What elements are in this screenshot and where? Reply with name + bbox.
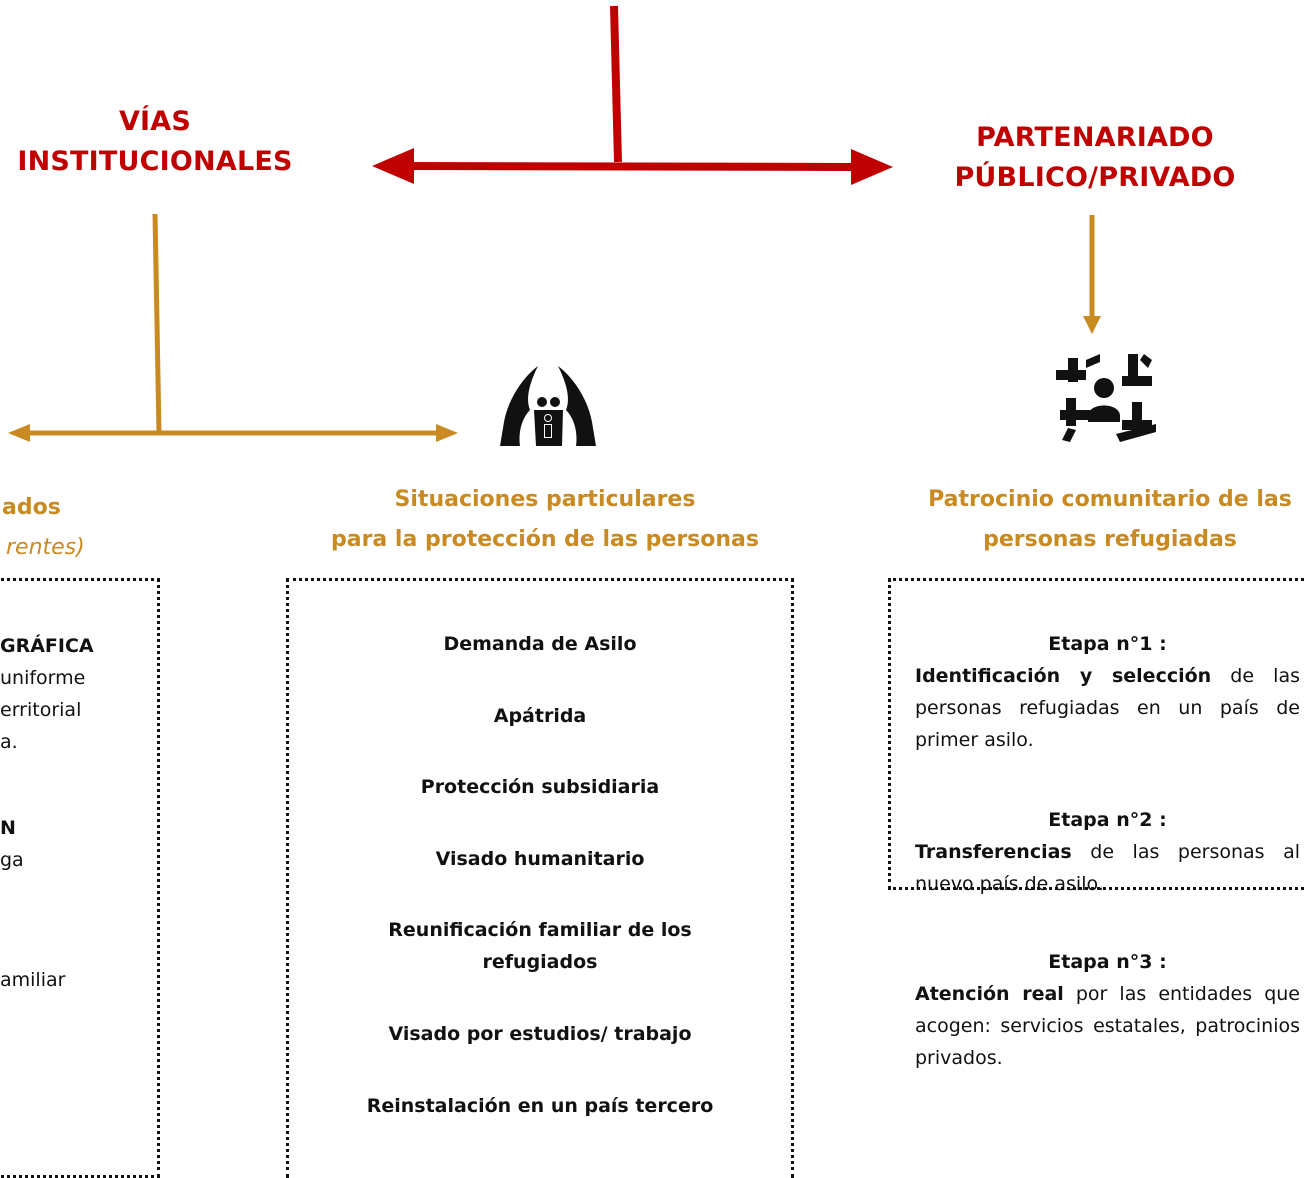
red-arrowhead-left xyxy=(372,148,414,184)
left-heading-line2: rentes) xyxy=(6,535,85,560)
left-line-a: a. xyxy=(0,731,18,753)
gold-arrowhead-down xyxy=(1083,316,1101,334)
middle-heading-line2: para la protección de las personas xyxy=(330,527,759,552)
stage-3-description: Atención real por las entidades que acog… xyxy=(915,978,1300,1074)
heading-partnership-text: PARTENARIADO PÚBLICO/PRIVADO xyxy=(954,122,1236,193)
stage-2-rest: de las personas al nuevo país de asilo. xyxy=(915,841,1300,895)
left-line-territorial: erritorial xyxy=(0,699,82,721)
left-column-heading: ados rentes) xyxy=(0,488,120,568)
stage-3-lead: Atención real xyxy=(915,983,1064,1005)
right-heading-line2: personas refugiadas xyxy=(983,527,1237,552)
gold-arrowhead-right xyxy=(436,424,458,442)
stage-1-lead: Identificación y selección xyxy=(915,665,1212,687)
stage-2-lead: Transferencias xyxy=(915,841,1072,863)
item-reunificacion-familiar: Reunificación familiar de los refugiados xyxy=(388,919,692,973)
protective-hands-family-icon xyxy=(500,366,596,446)
heading-partnership: PARTENARIADO PÚBLICO/PRIVADO xyxy=(900,118,1290,198)
heading-institutional: VÍAS INSTITUCIONALES xyxy=(0,102,310,182)
left-line-uniforme: uniforme xyxy=(0,667,86,689)
item-reinstalacion: Reinstalación en un país tercero xyxy=(366,1095,714,1117)
red-vertical-line xyxy=(610,5,622,163)
stage-1-rest: de las personas refugiadas en un país de… xyxy=(915,665,1300,751)
stage-3-title: Etapa n°3 : xyxy=(1048,951,1167,973)
left-line-grafica: GRÁFICA xyxy=(0,635,94,657)
community-hands-people-icon xyxy=(1056,354,1156,442)
right-column-heading: Patrocinio comunitario de las personas r… xyxy=(900,480,1307,560)
left-line-n: N xyxy=(0,817,16,839)
right-dotted-box xyxy=(888,578,1307,890)
item-proteccion-subsidiaria: Protección subsidiaria xyxy=(420,776,660,798)
stage-1-description: Identificación y selección de las person… xyxy=(915,660,1300,756)
item-demanda-asilo: Demanda de Asilo xyxy=(443,633,637,655)
left-heading-line1: ados xyxy=(2,495,61,520)
stage-1-title: Etapa n°1 : xyxy=(1048,633,1167,655)
right-heading-line1: Patrocinio comunitario de las xyxy=(928,487,1292,512)
middle-dotted-box xyxy=(286,578,794,1178)
connector-lines xyxy=(8,5,1156,446)
middle-column-heading: Situaciones particulares para la protecc… xyxy=(290,480,800,560)
left-line-familiar: amiliar xyxy=(0,969,66,991)
red-horizontal-line xyxy=(399,162,861,171)
middle-heading-line1: Situaciones particulares xyxy=(394,487,696,512)
left-line-ga: ga xyxy=(0,849,24,871)
gold-arrowhead-left xyxy=(8,424,30,442)
stage-2-title: Etapa n°2 : xyxy=(1048,809,1167,831)
gold-vertical-left xyxy=(152,213,162,434)
item-visado-humanitario: Visado humanitario xyxy=(435,848,645,870)
item-visado-estudios: Visado por estudios/ trabajo xyxy=(388,1023,692,1045)
item-apatrida: Apátrida xyxy=(493,705,587,727)
red-arrowhead-right xyxy=(851,149,893,185)
heading-institutional-text: VÍAS INSTITUCIONALES xyxy=(17,106,293,177)
stage-3-rest: por las entidades que acogen: servicios … xyxy=(915,983,1300,1069)
stage-2-description: Transferencias de las personas al nuevo … xyxy=(915,836,1300,900)
